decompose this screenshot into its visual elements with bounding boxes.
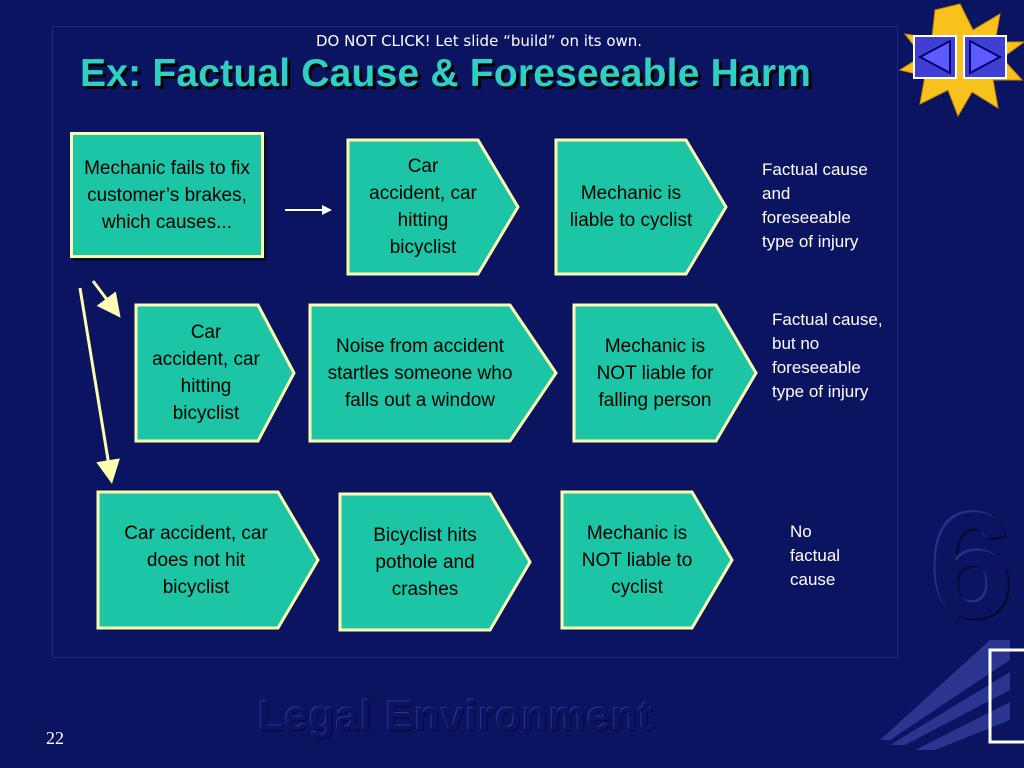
row1-step1: Car accident, car hitting bicyclist xyxy=(346,138,520,276)
row3-step3-label: Mechanic is NOT liable to cyclist xyxy=(581,522,693,598)
row1-conclusion: Factual cause and foreseeable type of in… xyxy=(762,160,868,251)
build-note: DO NOT CLICK! Let slide “build” on its o… xyxy=(316,32,643,50)
start-box-label: Mechanic fails to fix customer’s brakes,… xyxy=(84,157,250,233)
row3-conclusion: No factual cause xyxy=(790,522,841,589)
diagonal-stripes-icon xyxy=(880,640,1010,750)
arrow-start-to-row1 xyxy=(285,205,332,215)
next-slide-button[interactable] xyxy=(963,35,1007,79)
row2-conclusion: Factual cause, but no foreseeable type o… xyxy=(772,310,883,401)
row3-step2: Bicyclist hits pothole and crashes xyxy=(338,492,532,632)
row2-step3: Mechanic is NOT liable for falling perso… xyxy=(572,303,758,443)
chapter-watermark: 6 xyxy=(930,481,1014,649)
row2-step1-label: Car accident, car hitting bicyclist xyxy=(152,322,260,424)
row2-step3-label: Mechanic is NOT liable for falling perso… xyxy=(596,335,714,411)
arrow-start-to-row2 xyxy=(91,280,121,318)
row2-step1: Car accident, car hitting bicyclist xyxy=(134,303,296,443)
row3-step1: Car accident, car does not hit bicyclist xyxy=(96,490,320,630)
row3-step3: Mechanic is NOT liable to cyclist xyxy=(560,490,734,630)
row1-step1-label: Car accident, car hitting bicyclist xyxy=(369,156,477,258)
row2-step2-label: Noise from accident startles someone who… xyxy=(327,335,513,411)
row1-step2: Mechanic is liable to cyclist xyxy=(554,138,728,276)
slide-title: Ex: Factual Cause & Foreseeable Harm xyxy=(80,52,812,95)
right-triangle-icon xyxy=(969,39,1003,75)
prev-slide-button[interactable] xyxy=(913,35,957,79)
row3-step2-label: Bicyclist hits pothole and crashes xyxy=(373,524,477,600)
row2-step2: Noise from accident startles someone who… xyxy=(308,303,558,443)
row3-step1-label: Car accident, car does not hit bicyclist xyxy=(124,522,268,598)
arrow-start-to-row3 xyxy=(78,287,120,484)
slide-frame xyxy=(52,26,898,658)
row1-step2-label: Mechanic is liable to cyclist xyxy=(569,183,693,231)
left-triangle-icon xyxy=(917,39,951,75)
page-number: 22 xyxy=(46,728,64,748)
start-box: Mechanic fails to fix customer’s brakes,… xyxy=(70,132,264,258)
corner-square-icon xyxy=(988,648,1024,744)
footer-watermark: Legal Environment xyxy=(258,692,654,739)
